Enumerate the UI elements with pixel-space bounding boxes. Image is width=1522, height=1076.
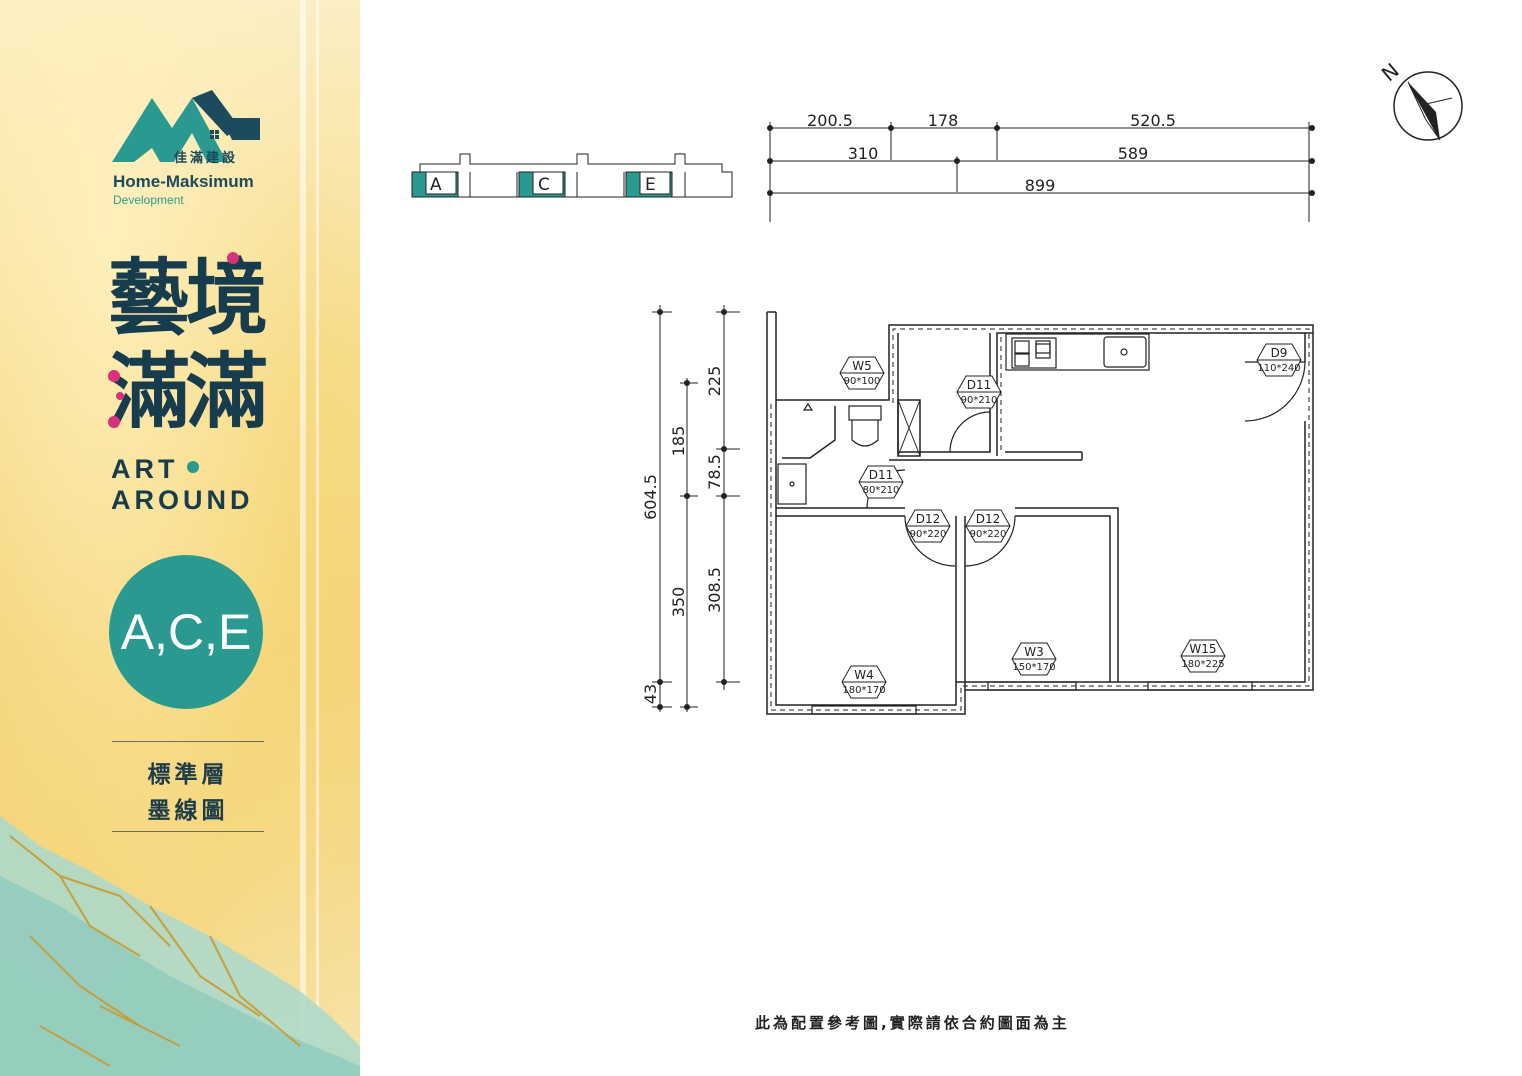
kitchen-counter	[1005, 333, 1150, 371]
divider	[112, 741, 264, 742]
opening-code: W5	[852, 359, 872, 373]
plan-label-line1: 標準層	[147, 762, 229, 788]
divider	[112, 831, 264, 832]
compass-icon	[1393, 71, 1463, 141]
unit-badge: A,C,E	[109, 555, 263, 709]
paper-streak	[300, 0, 306, 1076]
opening-size: 80*210	[863, 485, 900, 496]
accent-dot	[108, 370, 120, 382]
opening-tag-d12: D12 90*220	[965, 509, 1011, 543]
opening-code: D12	[916, 512, 941, 526]
opening-size: 180*225	[1181, 659, 1224, 670]
window-bars	[811, 681, 1253, 715]
brand-tagline: Development	[113, 193, 184, 207]
key-plan-unit-c: C	[538, 175, 550, 195]
key-plan	[411, 153, 733, 198]
opening-tag-w5: W5 90*100	[839, 356, 885, 390]
top-dimension-lines	[769, 122, 1312, 222]
opening-code: W4	[854, 668, 874, 682]
project-subtitle-line2: AROUND	[111, 485, 254, 515]
opening-tag-d11: D11 80*210	[858, 465, 904, 499]
dimension-label: 899	[1025, 176, 1056, 195]
key-plan-unit-e: E	[645, 175, 656, 195]
project-subtitle-line1: ART	[111, 454, 179, 484]
floor-plan-area: A C E N 200.5 178 520.5 310 589 899	[360, 0, 1522, 1076]
opening-code: W15	[1189, 642, 1216, 656]
dimension-label: 43	[641, 684, 660, 704]
opening-size: 110*240	[1257, 363, 1300, 374]
accent-dot	[108, 416, 120, 428]
mountain-illustration	[0, 816, 360, 1076]
paper-streak	[316, 0, 319, 1076]
dimension-label: 178	[928, 111, 959, 130]
opening-size: 150*170	[1012, 662, 1055, 673]
dimension-label: 589	[1118, 144, 1149, 163]
opening-tag-d12: D12 90*220	[905, 509, 951, 543]
wall-dashed-lines	[770, 328, 1310, 711]
dimension-label: 200.5	[807, 111, 853, 130]
sidebar: 佳滿建設 Home-Maksimum Development 藝境 滿滿 ART…	[0, 0, 360, 1076]
dimension-label: 78.5	[705, 454, 724, 490]
opening-code: D11	[967, 378, 992, 392]
dimension-label: 604.5	[641, 474, 660, 520]
plan-label-line2: 墨線圖	[147, 798, 229, 824]
opening-tag-w4: W4 180*170	[841, 665, 887, 699]
opening-tag-d11: D11 90*210	[956, 375, 1002, 409]
floor-plan-drawing: A C E N 200.5 178 520.5 310 589 899	[411, 58, 1463, 715]
brand-name-cn: 佳滿建設	[174, 151, 239, 166]
brand-name-en: Home-Maksimum	[113, 172, 254, 191]
opening-tag-d9: D9 110*240	[1256, 343, 1302, 377]
opening-code: W3	[1024, 645, 1044, 659]
opening-tag-w3: W3 150*170	[1011, 642, 1057, 676]
disclaimer-note: 此為配置參考圖,實際請依合約圖面為主	[755, 1014, 1070, 1032]
opening-size: 90*220	[970, 529, 1007, 540]
dimension-label: 225	[705, 366, 724, 397]
bathroom-fixtures	[777, 402, 882, 505]
accent-dot	[116, 392, 124, 400]
opening-tag-w15: W15 180*225	[1180, 639, 1226, 673]
project-title-line2: 滿滿	[108, 345, 268, 440]
opening-size: 180*170	[842, 685, 885, 696]
dimension-label: 520.5	[1130, 111, 1176, 130]
opening-size: 90*210	[961, 395, 998, 406]
dimension-label: 308.5	[705, 567, 724, 613]
opening-code: D11	[869, 468, 894, 482]
opening-code: D12	[976, 512, 1001, 526]
brand-logo-icon	[112, 90, 260, 162]
accent-dot	[227, 252, 239, 264]
compass-north-label: N	[1377, 58, 1404, 86]
teal-dot	[187, 461, 199, 473]
opening-code: D9	[1271, 346, 1288, 360]
left-dimension-lines	[652, 305, 740, 712]
opening-size: 90*100	[844, 376, 881, 387]
project-title-line1: 藝境	[108, 251, 268, 346]
dimension-label: 350	[669, 587, 688, 618]
dimension-label: 185	[669, 426, 688, 457]
key-plan-unit-a: A	[430, 175, 442, 195]
dimension-label: 310	[848, 144, 879, 163]
opening-size: 90*220	[910, 529, 947, 540]
